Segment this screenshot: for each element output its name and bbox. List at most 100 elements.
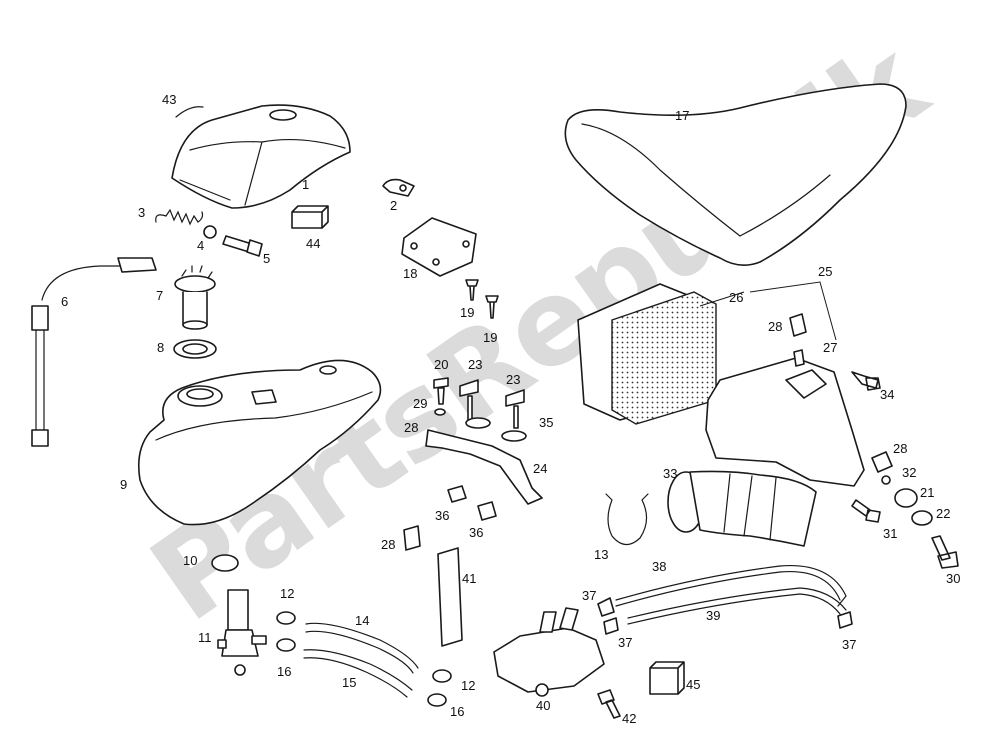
part-13-clamp bbox=[605, 493, 649, 546]
callout-13: 13 bbox=[594, 547, 608, 562]
callout-30: 30 bbox=[946, 571, 960, 586]
part-44-rubber-block bbox=[291, 205, 329, 229]
part-17-seat bbox=[564, 83, 907, 266]
part-42-screw bbox=[597, 689, 621, 719]
part-12-16-hose-clamps bbox=[276, 611, 452, 707]
part-28-clip-left bbox=[403, 525, 421, 551]
part-29-washer bbox=[434, 408, 446, 416]
part-22-ring bbox=[911, 510, 933, 526]
callout-36b: 36 bbox=[469, 525, 483, 540]
callout-44: 44 bbox=[306, 236, 320, 251]
callout-6: 6 bbox=[61, 294, 68, 309]
part-40-valve bbox=[493, 607, 605, 697]
callout-18: 18 bbox=[403, 266, 417, 281]
callout-41: 41 bbox=[462, 571, 476, 586]
callout-15: 15 bbox=[342, 675, 356, 690]
part-45-pad bbox=[649, 661, 685, 695]
part-28-clip-right bbox=[871, 451, 893, 473]
part-34-screw bbox=[851, 371, 881, 391]
callout-24: 24 bbox=[533, 461, 547, 476]
part-20-screw bbox=[433, 377, 449, 405]
callout-16b: 16 bbox=[450, 704, 464, 719]
callout-31: 31 bbox=[883, 526, 897, 541]
part-35-washers bbox=[465, 417, 527, 442]
callout-12a: 12 bbox=[280, 586, 294, 601]
callout-28-right: 28 bbox=[893, 441, 907, 456]
callout-37b: 37 bbox=[618, 635, 632, 650]
part-41-bracket-strip bbox=[437, 547, 463, 647]
callout-38: 38 bbox=[652, 559, 666, 574]
callout-14: 14 bbox=[355, 613, 369, 628]
callout-33: 33 bbox=[663, 466, 677, 481]
part-27-airbox bbox=[705, 349, 865, 487]
callout-34: 34 bbox=[880, 387, 894, 402]
callout-42: 42 bbox=[622, 711, 636, 726]
part-31-screw bbox=[851, 499, 881, 523]
part-4-nut bbox=[203, 225, 217, 239]
callout-5: 5 bbox=[263, 251, 270, 266]
part-5-bolt bbox=[222, 235, 263, 257]
callout-26: 26 bbox=[729, 290, 743, 305]
callout-2: 2 bbox=[390, 198, 397, 213]
callout-9: 9 bbox=[120, 477, 127, 492]
callout-27: 27 bbox=[823, 340, 837, 355]
part-28-clip-top bbox=[789, 313, 807, 337]
part-18-mount-plate bbox=[401, 217, 477, 277]
part-3-spring bbox=[155, 208, 204, 226]
callout-40: 40 bbox=[536, 698, 550, 713]
part-32-grommet bbox=[881, 475, 891, 485]
callout-16a: 16 bbox=[277, 664, 291, 679]
callout-1: 1 bbox=[302, 177, 309, 192]
callout-20: 20 bbox=[434, 357, 448, 372]
part-43-clip bbox=[175, 106, 204, 118]
part-9-fuel-tank bbox=[137, 359, 382, 526]
callout-28-mid: 28 bbox=[404, 420, 418, 435]
part-30-bolt bbox=[931, 535, 959, 569]
callout-21: 21 bbox=[920, 485, 934, 500]
part-1-tank-cover bbox=[171, 104, 351, 209]
callout-36a: 36 bbox=[435, 508, 449, 523]
part-38-39-breather-hoses bbox=[615, 564, 847, 625]
callout-32: 32 bbox=[902, 465, 916, 480]
callout-23b: 23 bbox=[506, 372, 520, 387]
callout-37a: 37 bbox=[582, 588, 596, 603]
callout-22: 22 bbox=[936, 506, 950, 521]
callout-25: 25 bbox=[818, 264, 832, 279]
callout-12b: 12 bbox=[461, 678, 475, 693]
part-10-clamp bbox=[211, 554, 239, 572]
callout-37c: 37 bbox=[842, 637, 856, 652]
part-26-air-filter bbox=[577, 283, 717, 425]
part-2-hole bbox=[399, 184, 407, 192]
leader-lines bbox=[699, 281, 837, 341]
callout-19b: 19 bbox=[483, 330, 497, 345]
callout-17: 17 bbox=[675, 108, 689, 123]
callout-7: 7 bbox=[156, 288, 163, 303]
part-37-clips bbox=[597, 597, 853, 635]
callout-45: 45 bbox=[686, 677, 700, 692]
part-36-clips bbox=[447, 485, 497, 521]
callout-19a: 19 bbox=[460, 305, 474, 320]
callout-10: 10 bbox=[183, 553, 197, 568]
part-21-bushing bbox=[894, 488, 918, 508]
part-24-support-bracket bbox=[425, 429, 543, 505]
callout-35: 35 bbox=[539, 415, 553, 430]
callout-8: 8 bbox=[157, 340, 164, 355]
callout-28-top: 28 bbox=[768, 319, 782, 334]
part-11-fuel-tap bbox=[217, 589, 267, 676]
callout-3: 3 bbox=[138, 205, 145, 220]
callout-23a: 23 bbox=[468, 357, 482, 372]
callout-43: 43 bbox=[162, 92, 176, 107]
part-2-bracket bbox=[382, 178, 415, 197]
callout-labels: 43 1 2 3 4 5 44 18 6 7 8 19 19 17 25 26 … bbox=[61, 92, 960, 726]
part-33-intake-duct bbox=[667, 470, 817, 547]
callout-11: 11 bbox=[198, 630, 212, 645]
part-19-screws bbox=[465, 279, 499, 319]
part-7-pump-filter bbox=[174, 265, 216, 330]
callout-39: 39 bbox=[706, 608, 720, 623]
part-14-15-fuel-hoses bbox=[303, 622, 419, 698]
callout-28-left: 28 bbox=[381, 537, 395, 552]
part-6-fuel-sender-cable bbox=[31, 257, 157, 447]
callout-4: 4 bbox=[197, 238, 204, 253]
